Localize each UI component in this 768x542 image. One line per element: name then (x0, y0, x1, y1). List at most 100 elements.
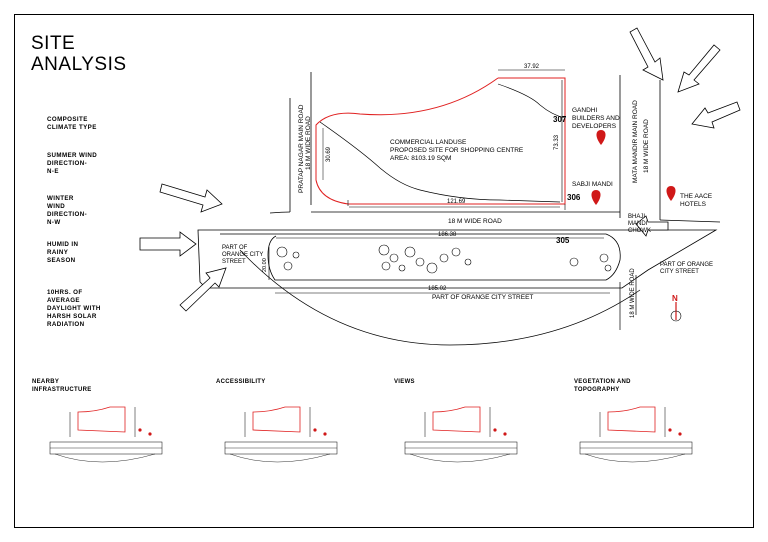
wind-arrow-4 (629, 27, 664, 81)
wind-arrows (139, 27, 741, 312)
note-line: DAYLIGHT WITH (47, 305, 101, 312)
note-line: AVERAGE (47, 297, 80, 304)
dim-road-side: 20.00 (262, 258, 268, 272)
subtitle-line: VEGETATION AND (574, 379, 631, 385)
dim-road-bottom: 185.02 (428, 286, 447, 292)
road-middle-label: 18 M WIDE ROAD (448, 218, 502, 225)
subtitle-line: VIEWS (394, 379, 415, 385)
mini-plan-drawing (49, 406, 163, 463)
subtitle-vegetation: VEGETATION AND TOPOGRAPHY (574, 378, 631, 394)
orange-left-label-2: ORANGE CITY (222, 252, 263, 258)
site-label-3: AREA: 8103.19 SQM (390, 155, 451, 162)
terrain-contour-1 (319, 121, 561, 203)
subtitle-line: TOPOGRAPHY (574, 387, 620, 393)
mini-plan-drawing (404, 406, 518, 463)
subtitle-infrastructure: NEARBY INFRASTRUCTURE (32, 378, 92, 394)
note-line: HARSH SOLAR (47, 313, 97, 320)
site-edge-ticks (347, 200, 566, 210)
subtitle-views: VIEWS (394, 378, 415, 386)
marker-sabji (591, 190, 601, 205)
note-winter-wind: WINTER WIND DIRECTION- N-W (47, 195, 87, 227)
marker-aace (666, 186, 676, 201)
marker-gandhi (596, 130, 606, 145)
site-boundary (315, 77, 566, 205)
title-line-1: SITE (31, 33, 76, 54)
road-right-label-2: 18 M WIDE ROAD (643, 119, 650, 173)
gandhi-label-2: BUILDERS AND (572, 115, 620, 122)
note-line: N-E (47, 168, 59, 175)
site-label-1: COMMERCIAL LANDUSE (390, 139, 467, 146)
terrain-contour-2 (497, 83, 566, 119)
note-daylight: 10HRS. OF AVERAGE DAYLIGHT WITH HARSH SO… (47, 289, 101, 329)
road-bottom-right-label: 18 M WIDE ROAD (630, 268, 636, 318)
tree-cluster (276, 244, 612, 274)
subtitle-accessibility: ACCESSIBILITY (216, 378, 266, 386)
dim-left: 30.69 (326, 146, 332, 162)
mini-plan-drawing (224, 406, 338, 463)
note-line: SEASON (47, 257, 76, 264)
note-line: COMPOSITE (47, 116, 88, 123)
plot-307: 307 (553, 115, 567, 124)
bhaji-label-1: BHAJI (628, 214, 645, 220)
subtitle-line: INFRASTRUCTURE (32, 387, 92, 393)
wind-arrow-2 (139, 231, 197, 257)
note-line: HUMID IN (47, 241, 79, 248)
bhaji-label-3: CHOWK (628, 228, 651, 234)
note-line: 10HRS. OF (47, 289, 83, 296)
mini-plan-infrastructure (49, 406, 163, 463)
wind-arrow-5 (677, 44, 721, 93)
subtitle-line: ACCESSIBILITY (216, 379, 266, 385)
note-line: DIRECTION- (47, 160, 88, 167)
note-line: WINTER (47, 195, 74, 202)
aace-label-1: THE AACE (680, 193, 713, 200)
mini-plan-views (404, 406, 518, 463)
note-summer-wind: SUMMER WIND DIRECTION- N-E (47, 152, 97, 176)
wind-arrow-3 (179, 267, 227, 312)
street-band-outer (197, 229, 718, 289)
note-humid: HUMID IN RAINY SEASON (47, 241, 78, 265)
mini-plan-drawing (579, 406, 693, 463)
dim-road-top: 186.38 (438, 232, 457, 238)
mini-plan-accessibility (224, 406, 338, 463)
dim-bottom: 121.69 (447, 199, 466, 205)
note-line: SUMMER WIND (47, 152, 98, 159)
plot-305: 305 (556, 236, 570, 245)
orange-left-label-1: PART OF (222, 245, 248, 251)
location-markers (591, 130, 676, 205)
note-line: RAINY (47, 249, 69, 256)
north-circle (670, 310, 682, 322)
note-line: N-W (47, 219, 61, 226)
note-line: DIRECTION- (47, 211, 88, 218)
note-line: CLIMATE TYPE (47, 124, 97, 131)
title-line-2: ANALYSIS (31, 54, 127, 75)
orange-bottom-label: PART OF ORANGE CITY STREET (432, 294, 533, 301)
road-curve-left (269, 211, 291, 214)
page-title: SITE ANALYSIS (31, 33, 127, 75)
orange-left-label-3: STREET (222, 259, 246, 265)
wind-arrow-6 (691, 101, 741, 129)
gandhi-label-1: GANDHI (572, 107, 597, 114)
road-left-label-2: 18 M WIDE ROAD (305, 116, 312, 170)
dim-right: 73.33 (554, 134, 560, 150)
site-label-2: PROPOSED SITE FOR SHOPPING CENTRE (390, 147, 524, 154)
road-left-label-1: PRATAP NAGAR MAIN ROAD (298, 104, 305, 193)
north-label: N (672, 294, 678, 303)
drawing-sheet-border (14, 14, 754, 528)
street-median (220, 233, 621, 281)
note-climate: COMPOSITE CLIMATE TYPE (47, 116, 97, 132)
orange-right-label-1: PART OF ORANGE (660, 262, 713, 268)
wind-arrow-1 (159, 183, 223, 213)
dim-top: 37.92 (524, 64, 540, 70)
subtitle-line: NEARBY (32, 379, 60, 385)
note-line: RADIATION (47, 321, 85, 328)
road-right-label-1: MATA MANDIR MAIN ROAD (632, 100, 639, 183)
orange-right-label-2: CITY STREET (660, 269, 699, 275)
plot-306: 306 (567, 193, 581, 202)
gandhi-label-3: DEVELOPERS (572, 123, 617, 130)
wind-arrow-7 (635, 215, 669, 237)
street-arc-outer (239, 249, 641, 346)
mini-plan-vegetation (579, 406, 693, 463)
aace-label-2: HOTELS (680, 201, 707, 208)
note-line: WIND (47, 203, 66, 210)
